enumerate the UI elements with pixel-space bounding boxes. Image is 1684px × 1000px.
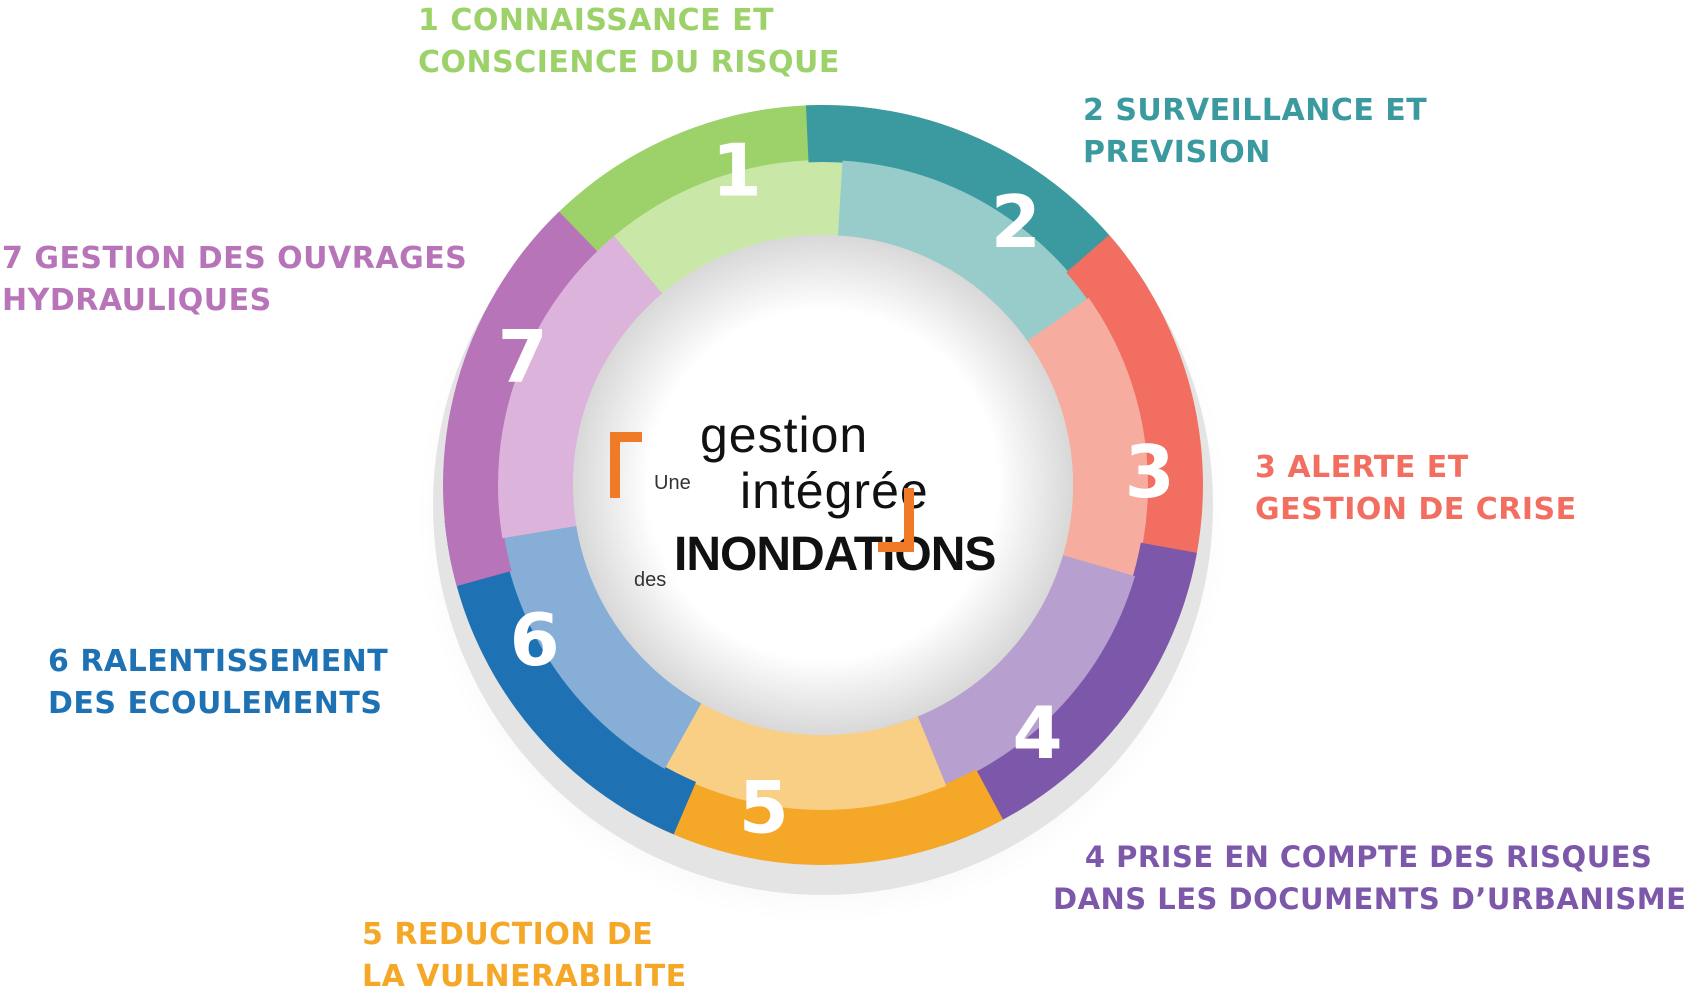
- ring-number-5: 5: [739, 766, 789, 850]
- step-label-3: 3 ALERTE ET GESTION DE CRISE: [1255, 447, 1577, 531]
- step-6-line-1: 6 RALENTISSEMENT: [48, 644, 389, 679]
- step-4-line-1: 4 PRISE EN COMPTE DES RISQUES: [1084, 840, 1653, 874]
- step-2-line-1: 2 SURVEILLANCE ET: [1083, 93, 1428, 128]
- center-inondations: INONDATIONS: [674, 528, 996, 581]
- step-label-6: 6 RALENTISSEMENT DES ECOULEMENTS: [48, 641, 388, 725]
- step-label-1: 1 CONNAISSANCE ET CONSCIENCE DU RISQUE: [418, 0, 840, 84]
- step-label-5: 5 REDUCTION DE LA VULNERABILITE: [362, 914, 687, 998]
- ring-segment-inner-7: [498, 236, 663, 539]
- center-une: Une: [654, 472, 691, 494]
- step-label-7: 7 GESTION DES OUVRAGES HYDRAULIQUES: [2, 238, 467, 322]
- ring-segment-inner-2: [837, 160, 1113, 371]
- ring-segment-inner-3: [1027, 297, 1148, 619]
- ring-segment-1: [515, 105, 873, 296]
- step-label-2: 2 SURVEILLANCE ET PREVISION: [1083, 90, 1427, 174]
- ring-number-7: 7: [498, 315, 548, 399]
- ring-number-3: 3: [1125, 430, 1175, 514]
- step-2-line-2: PREVISION: [1083, 135, 1271, 170]
- ring-segment-3: [1066, 234, 1203, 617]
- ring-segment-7: [443, 211, 599, 587]
- center-des: des: [634, 569, 667, 591]
- step-4-line-2: DANS LES DOCUMENTS D’URBANISME: [1053, 882, 1684, 916]
- step-3-line-2: GESTION DE CRISE: [1255, 492, 1577, 527]
- step-5-line-1: 5 REDUCTION DE: [362, 917, 654, 952]
- step-7-line-1: 7 GESTION DES OUVRAGES: [2, 241, 468, 276]
- orange-bracket-top-left: [610, 432, 642, 498]
- ring-segment-inner-5: [626, 684, 947, 810]
- ring-segment-2: [805, 105, 1149, 318]
- ring-segment-6: [444, 515, 697, 835]
- step-1-line-2: CONSCIENCE DU RISQUE: [418, 45, 840, 80]
- center-title: gestion Une intégrée des INONDATIONS: [560, 372, 1000, 591]
- step-label-4: 4 PRISE EN COMPTE DES RISQUES DANS LES D…: [1053, 836, 1684, 920]
- center-gestion: gestion: [700, 407, 869, 463]
- ring-segment-inner-1: [581, 159, 888, 318]
- step-1-line-1: 1 CONNAISSANCE ET: [418, 3, 775, 38]
- orange-bracket-bottom-right: [878, 488, 914, 552]
- ring-segment-5: [615, 755, 1004, 866]
- step-3-line-1: 3 ALERTE ET: [1255, 450, 1469, 485]
- step-6-line-2: DES ECOULEMENTS: [48, 686, 383, 721]
- step-5-line-2: LA VULNERABILITE: [362, 959, 687, 994]
- center-integree: intégrée: [740, 463, 929, 519]
- step-7-line-2: HYDRAULIQUES: [2, 283, 272, 318]
- ring-number-2: 2: [991, 180, 1041, 264]
- center-disc: [573, 235, 1073, 735]
- ring-number-1: 1: [712, 129, 762, 213]
- ring-number-6: 6: [510, 598, 560, 682]
- ring-number-4: 4: [1012, 691, 1062, 775]
- ring-segment-inner-4: [884, 555, 1135, 800]
- ring-segment-4: [924, 542, 1197, 846]
- ring-segment-inner-6: [498, 491, 702, 769]
